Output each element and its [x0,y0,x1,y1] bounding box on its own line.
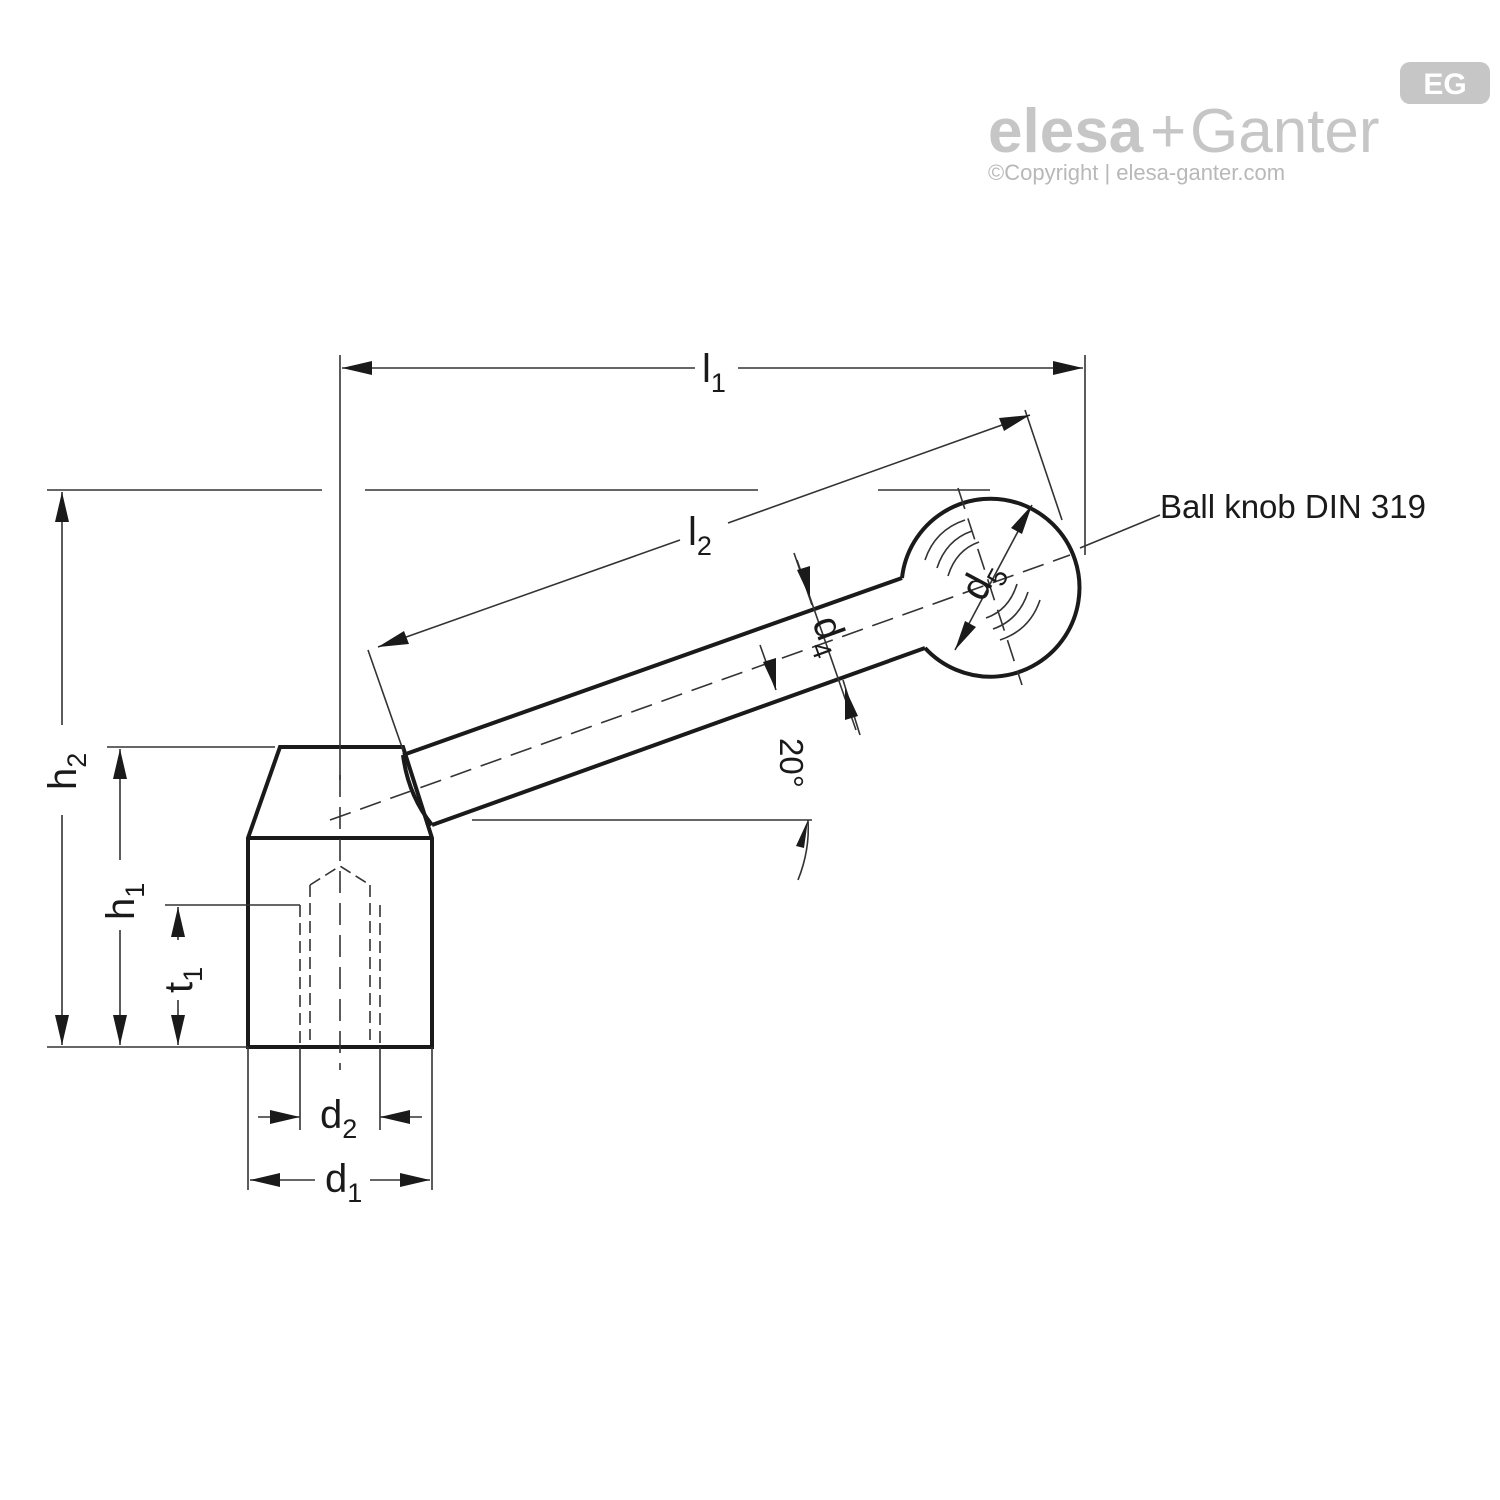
label-t1: t1 [157,967,208,993]
l2-dimension-line-right [727,414,1031,524]
dimension-labels: l1 l2 h2 h1 t1 d2 d1 d4 d5 20° [41,347,1015,1208]
angle-arrow [796,820,808,848]
h1-arrow-bottom [113,1015,127,1045]
label-d4: d4 [797,610,858,662]
l1-arrow-right [1053,361,1083,375]
d4-arrow-top [797,566,810,598]
d5-arrow-bottom [955,621,976,650]
brand-name-ganter: Ganter [1190,97,1380,166]
ball-knob-shading [924,519,1041,641]
brand-copyright: ©Copyright | elesa-ganter.com [988,160,1285,185]
dimension-lines [55,361,1083,1187]
d1-arrow-right [400,1173,430,1187]
brand-logo: EG elesa + Ganter ©Copyright | elesa-gan… [988,62,1490,185]
label-l2: l2 [688,510,712,561]
t1-arrow-top [171,907,185,937]
lever-top-edge [402,576,903,757]
angle-arc [797,819,810,881]
callout-leader [1079,514,1161,549]
knob-centre-line [957,487,1023,686]
d5-arrow-top [1011,505,1032,534]
eg-badge-label: EG [1423,68,1466,101]
shading-arc [924,519,966,561]
thread-tip [309,865,371,886]
d4-arrow-inner [763,658,776,690]
t1-arrow-bottom [171,1015,185,1045]
shading-arc [999,599,1041,641]
l2-extension-left [367,649,404,751]
brand-plus-sign: + [1150,97,1186,166]
h1-arrow-top [113,749,127,779]
extension-lines [47,355,1086,1190]
h2-arrow-bottom [55,1015,69,1045]
lever-centre-line [329,554,1071,821]
l2-arrow-left [378,631,409,647]
l2-extension-right [1024,409,1063,521]
l2-arrow-right [999,415,1030,431]
l1-arrow-left [342,361,372,375]
ball-knob [900,496,1082,679]
callout-ball-knob: Ball knob DIN 319 [1160,488,1426,525]
label-h2: h2 [41,753,92,790]
label-angle: 20° [773,738,810,788]
shading-arc [985,583,1018,619]
eg-badge-background [1400,62,1490,104]
d1-arrow-left [250,1173,280,1187]
l2-dimension-line-left [377,539,681,648]
hidden-lines [299,487,1071,1070]
brand-name-elesa: elesa [988,97,1144,166]
label-d5: d5 [952,554,1015,611]
shading-arc [936,530,973,569]
d2-arrow-right [380,1110,410,1124]
label-d1: d1 [325,1157,362,1208]
d2-arrow-left [270,1110,300,1124]
d4-arrow-bottom [845,688,858,720]
lever-bottom-edge [431,646,926,827]
label-h1: h1 [99,883,150,920]
label-l1: l1 [702,347,726,398]
shading-arc [947,541,980,577]
shading-arc [992,591,1029,630]
lever-root-curve [401,754,434,827]
h2-arrow-top [55,492,69,522]
label-d2: d2 [320,1093,357,1144]
